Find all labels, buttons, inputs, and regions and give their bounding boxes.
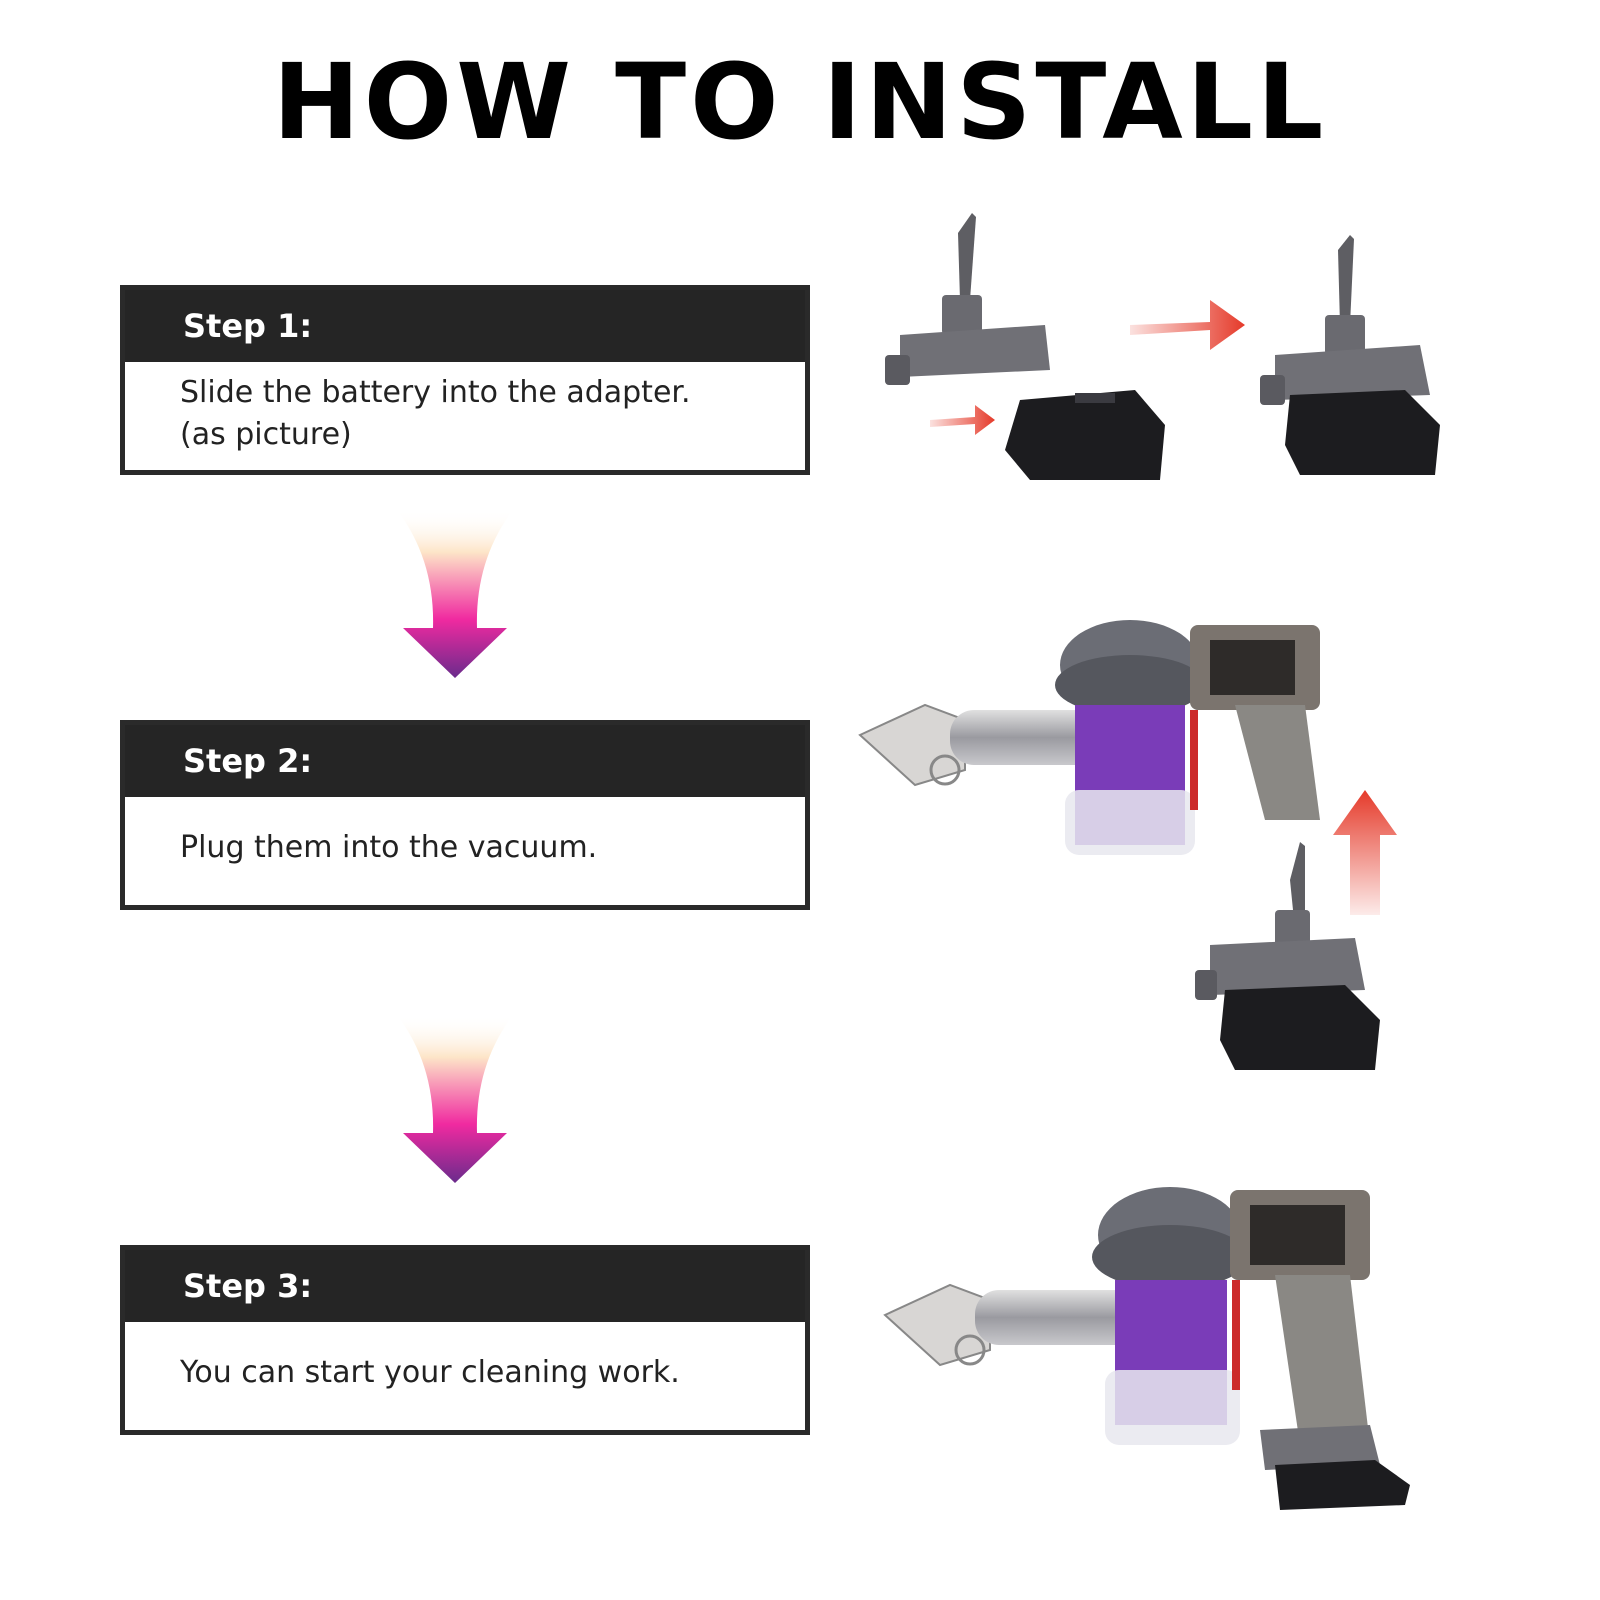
up-arrow-icon — [1333, 790, 1397, 915]
step-1-text: Slide the battery into the adapter. (as … — [125, 362, 805, 456]
vacuum-plug-illustration — [858, 620, 1397, 1070]
step-1-line-2: (as picture) — [180, 417, 352, 452]
right-arrow-icon — [1130, 300, 1245, 350]
step-3-line-1: You can start your cleaning work. — [180, 1355, 680, 1390]
step-2-card: Step 2: Plug them into the vacuum. — [120, 720, 810, 910]
step-3-card: Step 3: You can start your cleaning work… — [120, 1245, 810, 1435]
right-arrow-icon — [930, 405, 995, 435]
adapter-battery-illustration — [885, 213, 1440, 480]
step-2-heading: Step 2: — [125, 725, 805, 797]
step-1-heading: Step 1: — [125, 290, 805, 362]
vacuum-assembled-illustration — [883, 1187, 1410, 1510]
step-1-line-1: Slide the battery into the adapter. — [180, 375, 691, 410]
step-3-heading: Step 3: — [125, 1250, 805, 1322]
vacuum-icon — [858, 620, 1320, 855]
down-arrow-icon — [397, 510, 513, 678]
vacuum-icon — [883, 1187, 1410, 1510]
page-title: HOW TO INSTALL — [272, 41, 1328, 163]
assembled-adapter-icon — [1260, 235, 1440, 475]
step-3-text: You can start your cleaning work. — [125, 1322, 805, 1394]
battery-icon — [1005, 390, 1165, 480]
step-1-card: Step 1: Slide the battery into the adapt… — [120, 285, 810, 475]
assembled-adapter-icon — [1195, 842, 1380, 1070]
adapter-icon — [885, 213, 1050, 385]
down-arrow-icon — [397, 1015, 513, 1183]
step-2-text: Plug them into the vacuum. — [125, 797, 805, 869]
step-2-line-1: Plug them into the vacuum. — [180, 830, 598, 865]
